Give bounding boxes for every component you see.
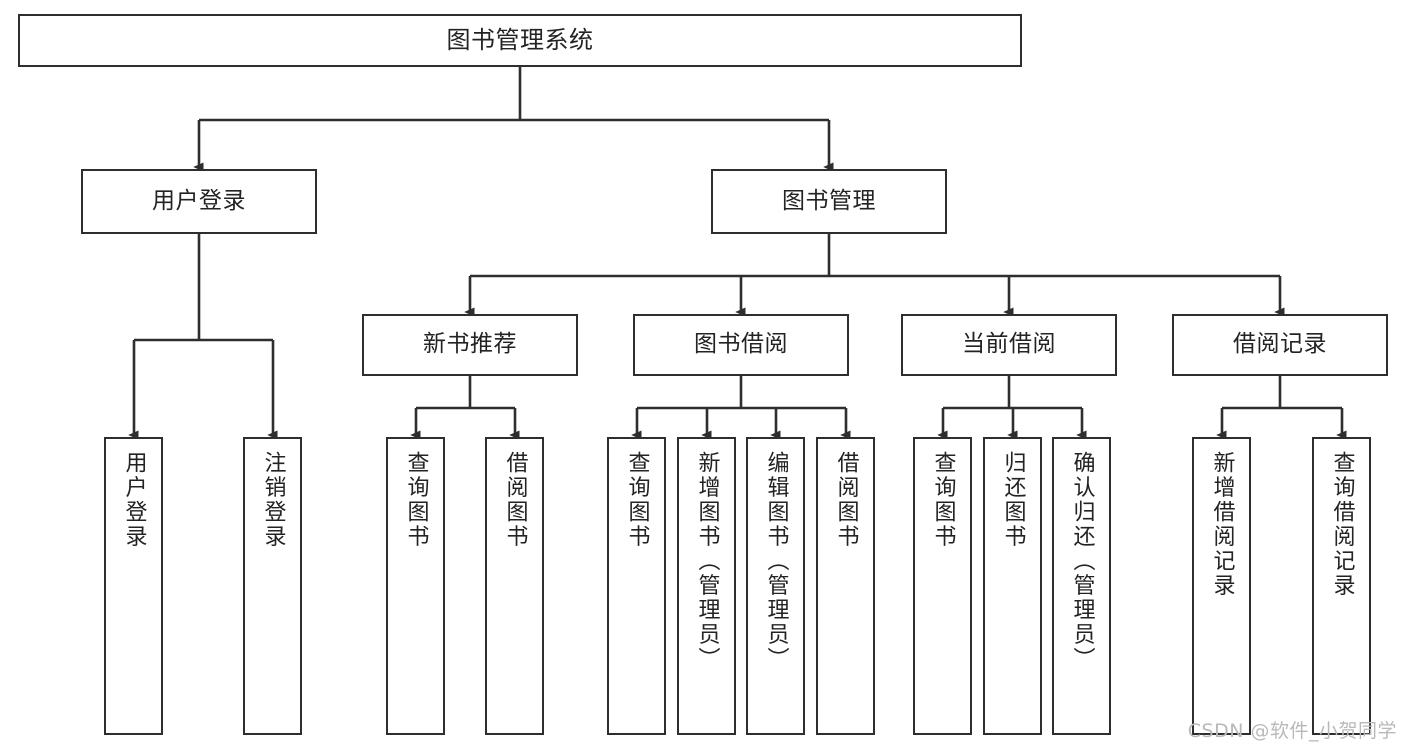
node-label: 查询图书 xyxy=(624,451,650,549)
node-label: 图书管理系统 xyxy=(446,26,594,55)
node-l-query3[interactable]: 查询图书 xyxy=(913,437,972,735)
edge-trunk-newbook xyxy=(416,376,515,410)
node-label: 查询图书 xyxy=(403,451,429,549)
node-l-return[interactable]: 归还图书 xyxy=(983,437,1042,735)
node-l-addrec[interactable]: 新增借阅记录 xyxy=(1192,437,1251,735)
node-label: 图书借阅 xyxy=(694,331,788,358)
node-label: 新增借阅记录 xyxy=(1209,451,1235,598)
node-root[interactable]: 图书管理系统 xyxy=(18,14,1022,67)
node-login[interactable]: 用户登录 xyxy=(81,169,317,234)
edge-trunk-bookmgmt xyxy=(470,234,1280,278)
edge-trunk-login xyxy=(134,234,273,342)
edge-trunk-root xyxy=(199,67,829,122)
node-l-borrow2[interactable]: 借阅图书 xyxy=(816,437,875,735)
node-label: 归还图书 xyxy=(1000,451,1026,549)
node-label: 编辑图书（管理员） xyxy=(763,451,789,672)
node-l-confirm[interactable]: 确认归还（管理员） xyxy=(1052,437,1111,735)
node-l-query2[interactable]: 查询图书 xyxy=(607,437,666,735)
node-l-edit[interactable]: 编辑图书（管理员） xyxy=(746,437,805,735)
node-label: 用户登录 xyxy=(121,451,147,549)
node-label: 查询图书 xyxy=(930,451,956,549)
node-label: 图书管理 xyxy=(782,187,876,214)
node-current[interactable]: 当前借阅 xyxy=(901,314,1117,376)
node-label: 确认归还（管理员） xyxy=(1069,451,1095,672)
node-label: 查询借阅记录 xyxy=(1329,451,1355,598)
node-label: 借阅图书 xyxy=(502,451,528,549)
node-label: 注销登录 xyxy=(260,451,286,549)
node-borrow[interactable]: 图书借阅 xyxy=(633,314,849,376)
node-l-borrow1[interactable]: 借阅图书 xyxy=(485,437,544,735)
node-label: 当前借阅 xyxy=(962,331,1056,358)
node-label: 新书推荐 xyxy=(423,331,517,358)
node-l-queryrec[interactable]: 查询借阅记录 xyxy=(1312,437,1371,735)
node-bookmgmt[interactable]: 图书管理 xyxy=(711,169,947,234)
node-l-query1[interactable]: 查询图书 xyxy=(386,437,445,735)
edge-trunk-current xyxy=(943,376,1082,410)
edge-trunk-records xyxy=(1222,376,1342,410)
edge-trunk-borrow xyxy=(637,376,846,410)
node-l-logout[interactable]: 注销登录 xyxy=(243,437,302,735)
node-l-add[interactable]: 新增图书（管理员） xyxy=(677,437,736,735)
node-newbook[interactable]: 新书推荐 xyxy=(362,314,578,376)
node-label: 新增图书（管理员） xyxy=(694,451,720,672)
node-label: 用户登录 xyxy=(152,187,246,214)
node-records[interactable]: 借阅记录 xyxy=(1172,314,1388,376)
node-label: 借阅记录 xyxy=(1233,331,1327,358)
watermark-text: CSDN @软件_小贺同学 xyxy=(1187,720,1397,742)
node-l-login[interactable]: 用户登录 xyxy=(104,437,163,735)
node-label: 借阅图书 xyxy=(833,451,859,549)
